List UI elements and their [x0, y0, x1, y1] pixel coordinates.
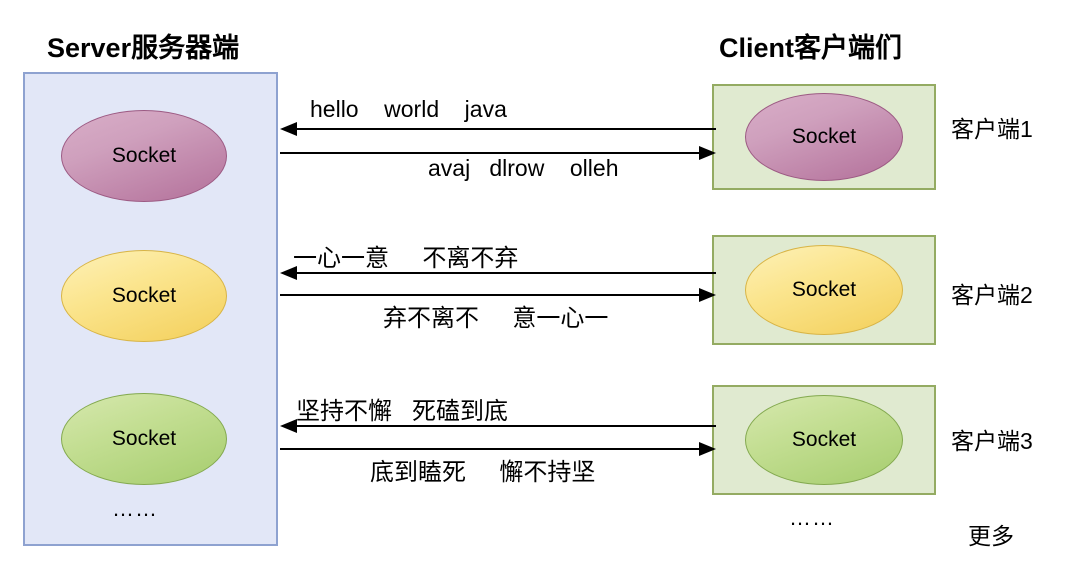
arrow-head-left-1: [280, 122, 297, 136]
arrow-line-server-to-client-3: [280, 448, 700, 450]
arrow-head-left-2: [280, 266, 297, 280]
arrow-line-server-to-client-1: [280, 152, 700, 154]
client-label-1: 客户端1: [951, 116, 1033, 142]
client-title: Client客户端们: [719, 33, 903, 63]
message-client-to-server-1: hello world java: [310, 96, 507, 122]
server-title: Server服务器端: [47, 33, 240, 63]
server-socket-2: Socket: [61, 250, 227, 342]
arrow-line-server-to-client-2: [280, 294, 700, 296]
server-socket-3: Socket: [61, 393, 227, 485]
arrow-line-client-to-server-2: [296, 272, 716, 274]
client-label-3: 客户端3: [951, 428, 1033, 454]
message-server-to-client-2: 弃不离不 意一心一: [383, 305, 609, 332]
message-client-to-server-3: 坚持不懈 死磕到底: [296, 398, 509, 425]
client-label-2: 客户端2: [951, 282, 1033, 308]
arrow-head-right-2: [699, 288, 716, 302]
arrow-line-client-to-server-3: [296, 425, 716, 427]
message-server-to-client-1: avaj dlrow olleh: [428, 155, 619, 181]
message-client-to-server-2: 一心一意 不离不弃: [293, 245, 519, 272]
client-ellipsis: ……: [789, 505, 835, 530]
client-socket-2: Socket: [745, 245, 903, 335]
arrow-head-left-3: [280, 419, 297, 433]
arrow-head-right-1: [699, 146, 716, 160]
message-server-to-client-3: 底到瞌死 懈不持坚: [370, 459, 596, 486]
server-socket-1: Socket: [61, 110, 227, 202]
arrow-line-client-to-server-1: [296, 128, 716, 130]
more-label: 更多: [968, 523, 1014, 549]
client-socket-3: Socket: [745, 395, 903, 485]
client-socket-1: Socket: [745, 93, 903, 181]
arrow-head-right-3: [699, 442, 716, 456]
server-ellipsis: ……: [112, 496, 158, 521]
